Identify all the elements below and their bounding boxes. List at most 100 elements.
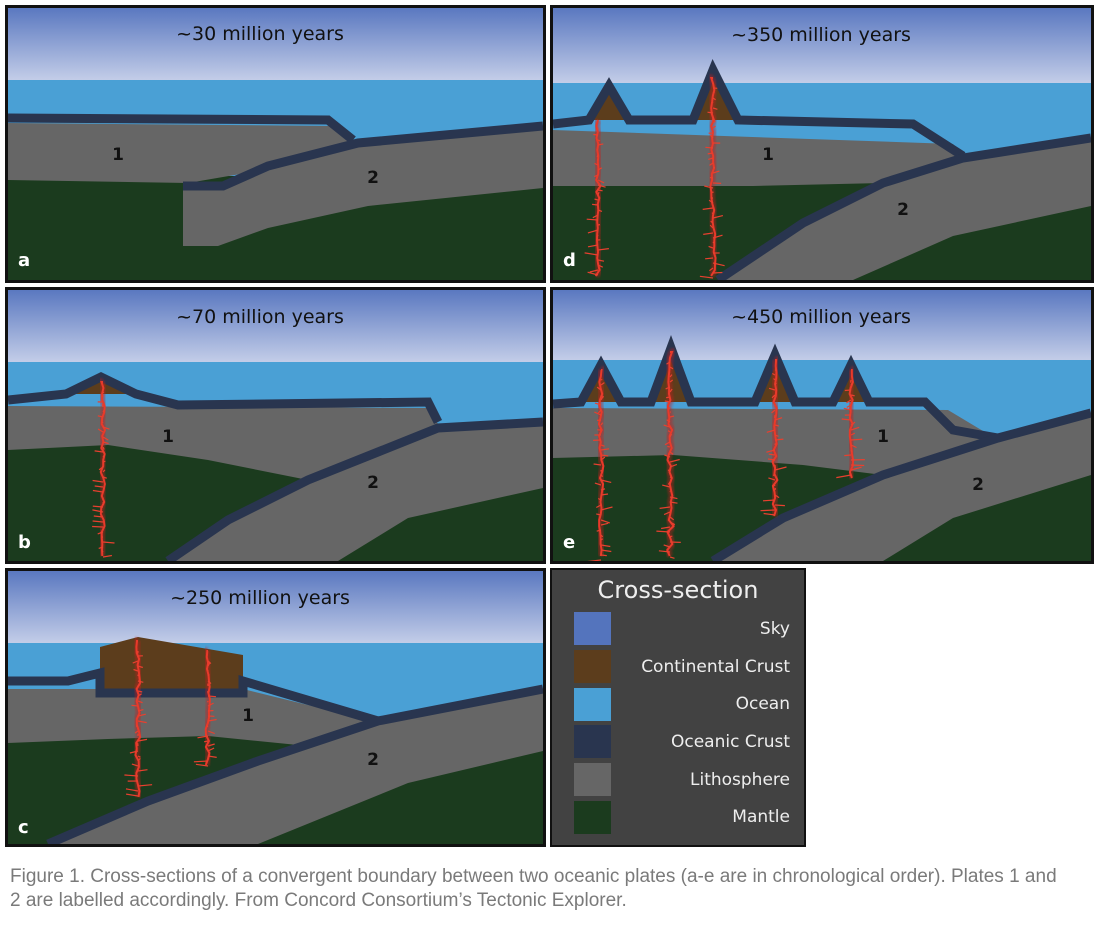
magma-branch <box>597 189 603 192</box>
magma-branch <box>709 176 714 179</box>
magma-branch <box>102 476 107 479</box>
magma-branch <box>597 179 605 184</box>
legend-label: Ocean <box>735 694 790 715</box>
magma-branch <box>712 120 716 124</box>
magma-branch <box>850 449 853 453</box>
legend-item-sky: Sky <box>552 610 804 648</box>
magma-branch <box>850 432 856 436</box>
magma-branch <box>101 550 104 553</box>
magma-branch <box>768 387 776 391</box>
figure-caption: Figure 1. Cross-sections of a convergent… <box>10 866 1057 911</box>
plate-2-label: 2 <box>972 475 984 495</box>
plate-1-label: 1 <box>762 145 774 165</box>
panel-letter: d <box>563 250 576 271</box>
magma-branch <box>662 484 671 488</box>
magma-plume <box>193 647 217 767</box>
magma-branch <box>102 454 106 458</box>
magma-branch <box>596 513 602 516</box>
legend-swatch <box>574 687 611 721</box>
legend-swatch <box>574 763 611 797</box>
magma-branch <box>587 271 599 276</box>
magma-conduit <box>99 381 107 557</box>
magma-branch <box>850 382 854 386</box>
magma-branch <box>587 559 602 561</box>
magma-branch <box>137 738 148 742</box>
magma-branch <box>597 184 606 188</box>
panel-c: ~250 million years 1 2 c <box>5 568 546 847</box>
magma-branch <box>207 680 212 685</box>
magma-branch <box>669 476 673 479</box>
magma-branch <box>707 152 714 155</box>
magma-branch <box>101 403 104 408</box>
magma-branch <box>669 415 675 418</box>
legend-label: Sky <box>759 618 790 639</box>
magma-branch <box>709 267 714 272</box>
magma-branch <box>850 466 862 471</box>
magma-branch <box>712 170 720 174</box>
magma-branch <box>712 107 718 110</box>
magma-branch <box>207 702 214 707</box>
magma-branch <box>663 544 671 548</box>
magma-branch <box>193 760 209 763</box>
magma-branch <box>666 361 671 365</box>
magma-branch <box>137 769 148 772</box>
magma-branch <box>207 718 217 722</box>
magma-branch <box>587 229 599 234</box>
magma-branch <box>197 735 209 739</box>
magma-branch <box>699 275 714 279</box>
magma-branch <box>766 429 776 433</box>
magma-branch <box>709 162 714 166</box>
magma-plume <box>587 366 613 561</box>
magma-plume <box>656 348 681 559</box>
magma-branch <box>97 531 104 535</box>
magma-branch <box>669 501 678 504</box>
magma-branch <box>774 417 783 421</box>
magma-branch <box>137 680 144 683</box>
legend-swatch <box>574 800 611 834</box>
magma-plume <box>584 119 609 278</box>
legend-label: Oceanic Crust <box>670 731 790 752</box>
magma-branch <box>97 428 104 433</box>
magma-branch <box>667 445 671 448</box>
magma-branch <box>710 220 714 224</box>
magma-branch <box>707 111 714 114</box>
magma-branch <box>134 730 139 734</box>
magma-conduit <box>666 351 675 557</box>
magma-branch <box>131 763 139 767</box>
magma-branch <box>669 458 680 463</box>
magma-branch <box>771 409 776 414</box>
magma-branch <box>592 214 599 219</box>
magma-branch <box>589 269 599 273</box>
magma-branch <box>841 418 852 421</box>
magma-branch <box>93 515 104 518</box>
magma-branch <box>712 215 724 219</box>
magma-branch <box>98 466 104 471</box>
magma-branch <box>663 511 671 516</box>
magma-branch <box>712 91 715 94</box>
magma-branch <box>712 97 716 101</box>
magma-branch <box>704 185 714 189</box>
magma-branch <box>600 534 604 538</box>
magma-branch <box>600 493 609 496</box>
magma-branch <box>594 482 602 486</box>
legend-label: Lithosphere <box>690 769 790 790</box>
magma-branch <box>600 454 609 457</box>
magma-branch <box>658 550 671 553</box>
magma-branch <box>597 409 602 414</box>
legend-label: Continental Crust <box>641 656 790 677</box>
magma-branch <box>600 554 607 557</box>
magma-branch <box>596 386 602 391</box>
magma-branch <box>712 271 723 274</box>
magma-branch <box>137 683 141 687</box>
magma-branch <box>594 411 602 416</box>
magma-branch <box>664 400 671 403</box>
magma-branch <box>708 245 714 249</box>
magma-branch <box>207 662 211 667</box>
magma-branch <box>846 404 852 408</box>
magma-branch <box>133 668 139 672</box>
legend-title: Cross-section <box>597 576 759 604</box>
magma-branch <box>597 143 604 146</box>
magma-branch <box>600 474 604 478</box>
magma-branch <box>596 234 599 238</box>
panel-letter: e <box>563 532 575 553</box>
